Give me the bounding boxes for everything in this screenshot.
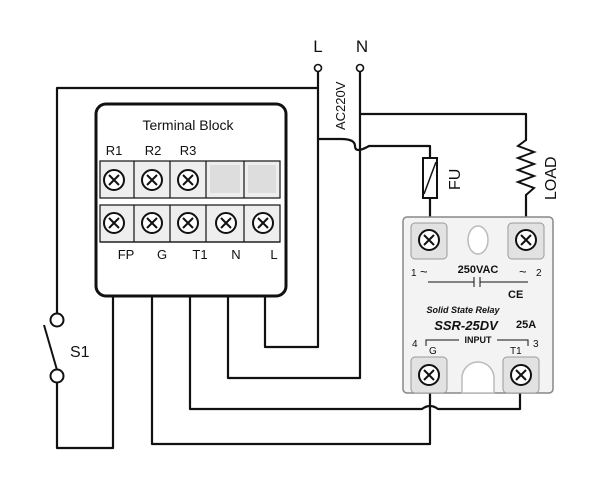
ssr-input-label: INPUT bbox=[465, 335, 493, 345]
voltage-label: AC220V bbox=[333, 81, 348, 130]
neutral-terminal bbox=[355, 63, 365, 73]
terminal-label-l: L bbox=[270, 247, 277, 262]
terminal-block-title: Terminal Block bbox=[142, 117, 234, 133]
screw-icons bbox=[103, 169, 274, 234]
switch-s1: S1 bbox=[43, 312, 90, 384]
mounting-hole-bottom bbox=[461, 361, 495, 394]
mounting-hole-top bbox=[467, 225, 489, 255]
ssr-tilde-left: ~ bbox=[420, 264, 428, 279]
terminal-label-fp: FP bbox=[118, 247, 135, 262]
load-label: LOAD bbox=[543, 156, 560, 200]
ssr-tilde-right: ~ bbox=[519, 264, 527, 279]
switch-top-contact bbox=[49, 312, 65, 328]
ssr-current: 25A bbox=[516, 319, 536, 331]
terminal-block-outline bbox=[94, 102, 288, 298]
ssr-model: SSR-25DV bbox=[434, 318, 499, 333]
relay-label-r1: R1 bbox=[106, 143, 123, 158]
wire-s1-bottom bbox=[55, 224, 115, 450]
load-resistor-icon bbox=[515, 139, 537, 196]
wire-line-n bbox=[226, 68, 528, 380]
terminal-label-g: G bbox=[157, 247, 167, 262]
fuse-label: FU bbox=[447, 169, 464, 190]
solid-state-relay: 1 ~ 250VAC ~ 2 CE Solid State Relay SSR-… bbox=[402, 216, 554, 394]
ssr-output-rating: 250VAC bbox=[458, 264, 499, 276]
terminal-label-t1: T1 bbox=[192, 247, 207, 262]
ssr-subtitle: Solid State Relay bbox=[426, 305, 500, 315]
ssr-g-label: G bbox=[429, 346, 437, 357]
wire-g-ssr bbox=[150, 224, 432, 446]
switch-lever-icon bbox=[43, 324, 58, 371]
switch-bottom-contact bbox=[49, 368, 65, 384]
ssr-pin-4: 4 bbox=[412, 339, 418, 350]
line-terminal bbox=[313, 63, 323, 73]
ssr-pin-3: 3 bbox=[533, 339, 539, 350]
relay-label-r2: R2 bbox=[145, 143, 162, 158]
neutral-label: N bbox=[356, 37, 368, 56]
wire-line-l-left bbox=[316, 137, 432, 160]
fuse: FU bbox=[422, 157, 464, 199]
supply-terminals: L N AC220V bbox=[313, 37, 368, 130]
relay-label-r3: R3 bbox=[180, 143, 197, 158]
ssr-t1-label: T1 bbox=[510, 346, 522, 357]
ssr-pin-1: 1 bbox=[411, 268, 417, 279]
ssr-contact-symbol bbox=[428, 277, 528, 287]
wires bbox=[55, 68, 528, 450]
terminal-label-n: N bbox=[231, 247, 240, 262]
ssr-pin-2: 2 bbox=[536, 268, 542, 279]
switch-label: S1 bbox=[70, 344, 90, 361]
ce-mark: CE bbox=[508, 289, 523, 301]
wire-s1-top bbox=[55, 86, 320, 315]
load: LOAD bbox=[515, 139, 560, 200]
ssr-screw-icons bbox=[418, 229, 537, 386]
terminal-block: Terminal Block R1 R2 R3 FP bbox=[94, 102, 288, 298]
wire-t1-ssr bbox=[188, 224, 522, 411]
line-label: L bbox=[313, 37, 322, 56]
